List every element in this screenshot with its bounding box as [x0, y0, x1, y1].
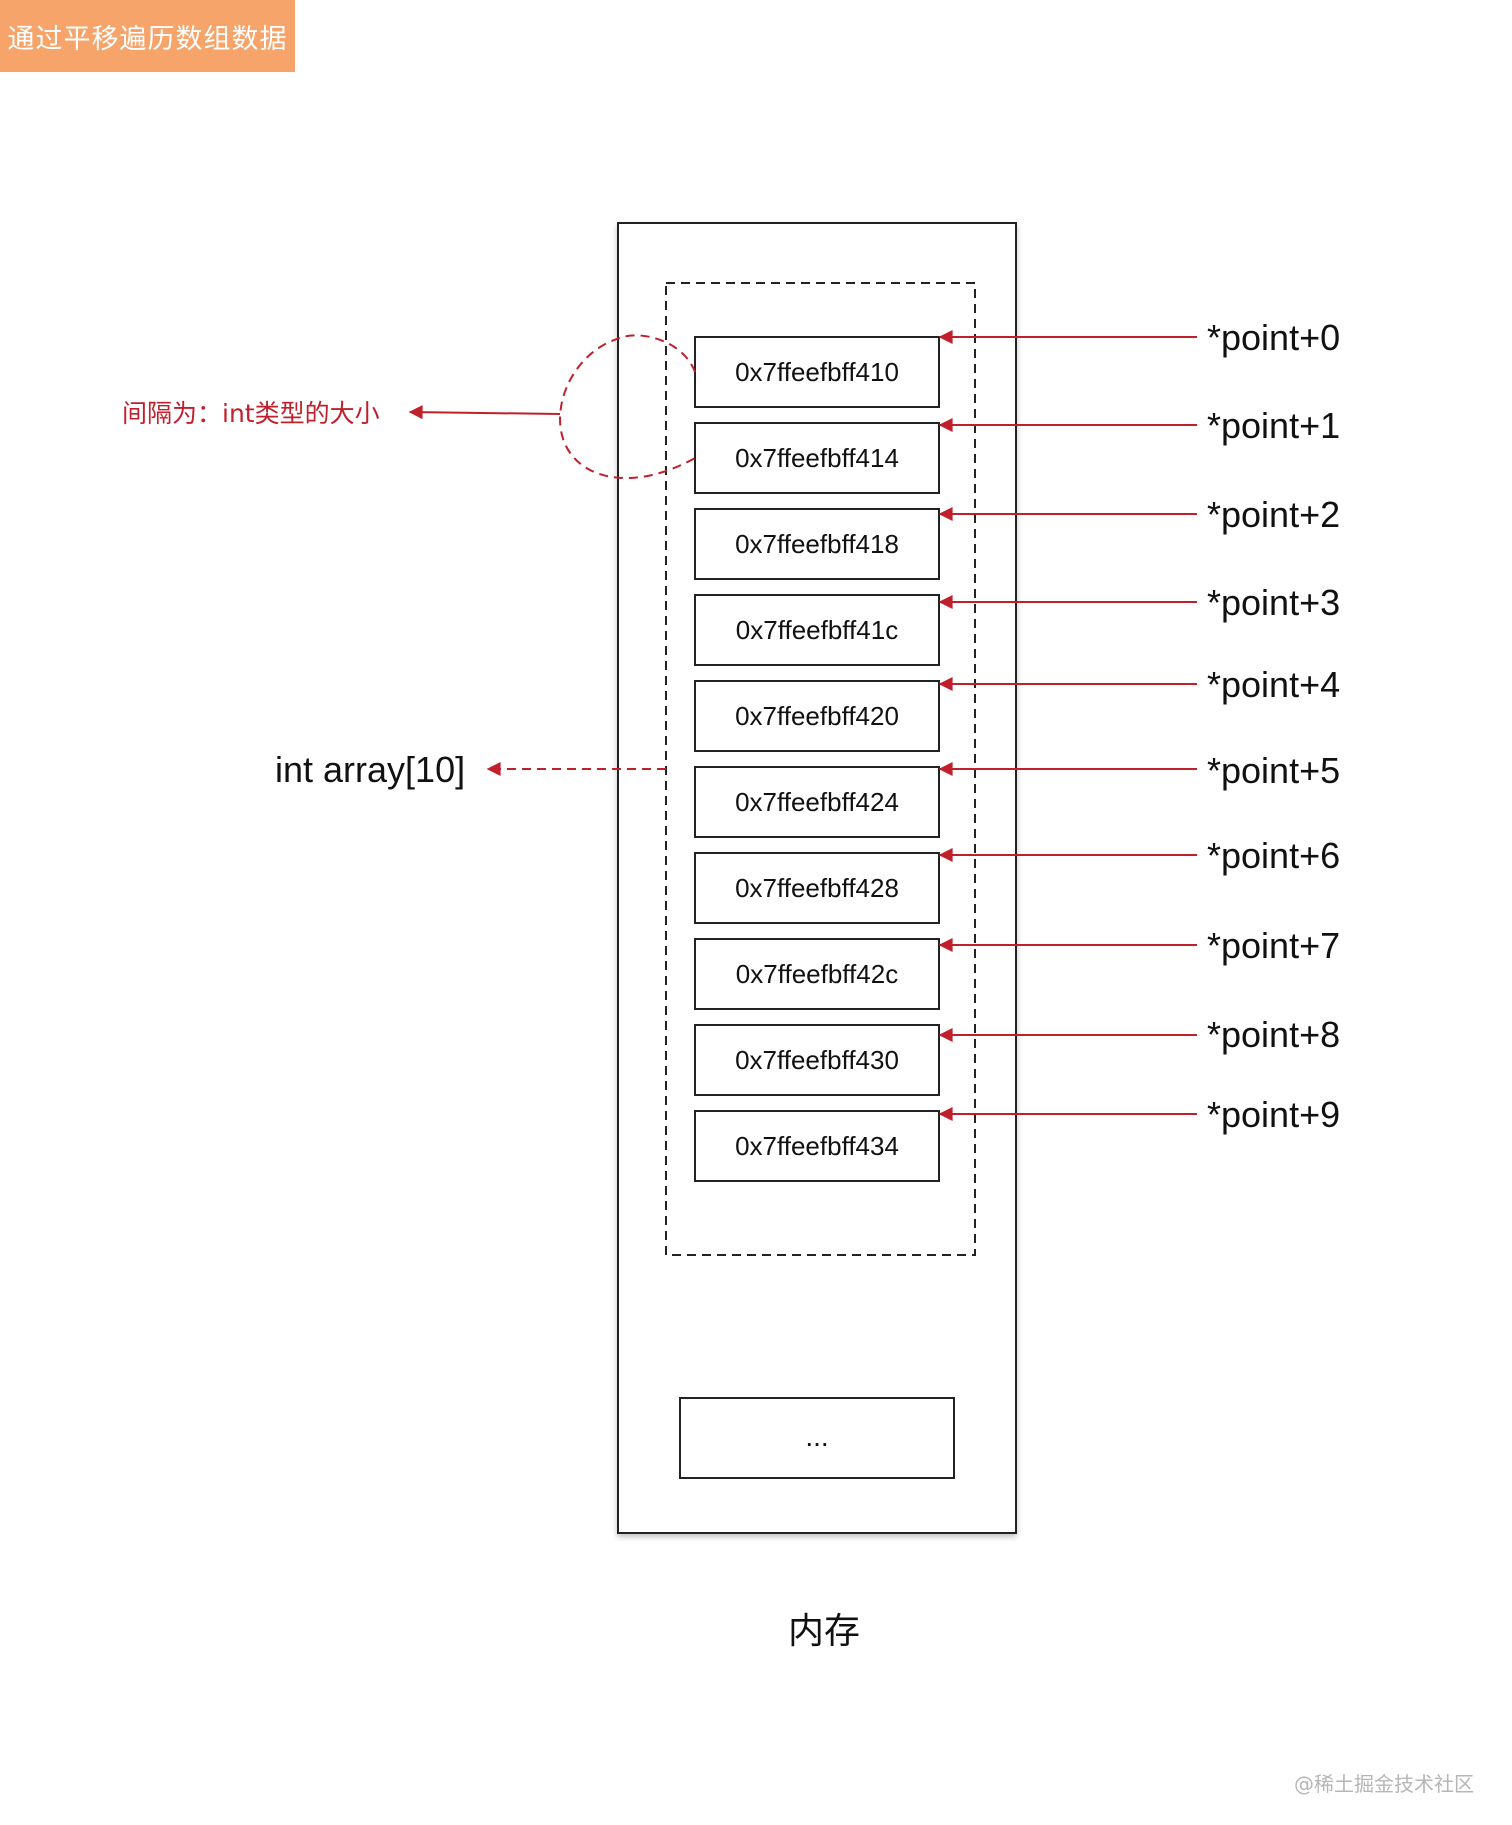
memory-cell-address: 0x7ffeefbff430: [735, 1045, 899, 1075]
interval-arrow: [408, 405, 561, 420]
memory-cell-address: 0x7ffeefbff428: [735, 873, 899, 903]
interval-label: 间隔为：int类型的大小: [122, 399, 380, 428]
memory-cell-address: 0x7ffeefbff420: [735, 701, 899, 731]
memory-cell: [694, 766, 940, 838]
memory-cell-address: 0x7ffeefbff414: [735, 443, 899, 473]
pointer-label: *point+5: [1207, 750, 1340, 791]
pointer-arrows: *point+0 *point+1 *point+2 *point+3 *point+4…: [938, 317, 1340, 1135]
pointer-label: *point+1: [1207, 405, 1340, 446]
title-badge: 通过平移遍历数组数据: [0, 0, 295, 72]
memory-cell-address: 0x7ffeefbff42c: [736, 959, 898, 989]
memory-label: 内存: [788, 1611, 860, 1652]
pointer-label: *point+9: [1207, 1094, 1340, 1135]
memory-cell: [694, 1024, 940, 1096]
pointer-label: *point+7: [1207, 925, 1340, 966]
pointer-label: *point+6: [1207, 835, 1340, 876]
interval-circle: [559, 334, 696, 479]
ellipsis-box: [679, 1397, 955, 1479]
memory-cell-address: 0x7ffeefbff424: [735, 787, 899, 817]
pointer-label: *point+3: [1207, 582, 1340, 623]
memory-cell: [694, 1110, 940, 1182]
memory-cell: [694, 594, 940, 666]
watermark: @稀土掘金技术社区: [1294, 1772, 1474, 1796]
memory-cell-address: 0x7ffeefbff410: [735, 357, 899, 387]
memory-cell: [694, 938, 940, 1010]
memory-cell-address: 0x7ffeefbff418: [735, 529, 899, 559]
pointer-label: *point+2: [1207, 494, 1340, 535]
memory-cell: [694, 680, 940, 752]
pointer-label: *point+8: [1207, 1014, 1340, 1055]
memory-cell: [694, 336, 940, 408]
pointer-label: *point+0: [1207, 317, 1340, 358]
memory-cell-address: 0x7ffeefbff41c: [736, 615, 898, 645]
array-label: int array[10]: [275, 749, 465, 790]
memory-cell: [694, 852, 940, 924]
pointer-label: *point+4: [1207, 664, 1340, 705]
memory-cell: [694, 422, 940, 494]
memory-cell-address: 0x7ffeefbff434: [735, 1131, 899, 1161]
memory-cell: [694, 508, 940, 580]
memory-cells: 0x7ffeefbff410 0x7ffeefbff414 0x7ffeefbff4…: [694, 336, 940, 1182]
ellipsis-label: ...: [805, 1421, 828, 1452]
